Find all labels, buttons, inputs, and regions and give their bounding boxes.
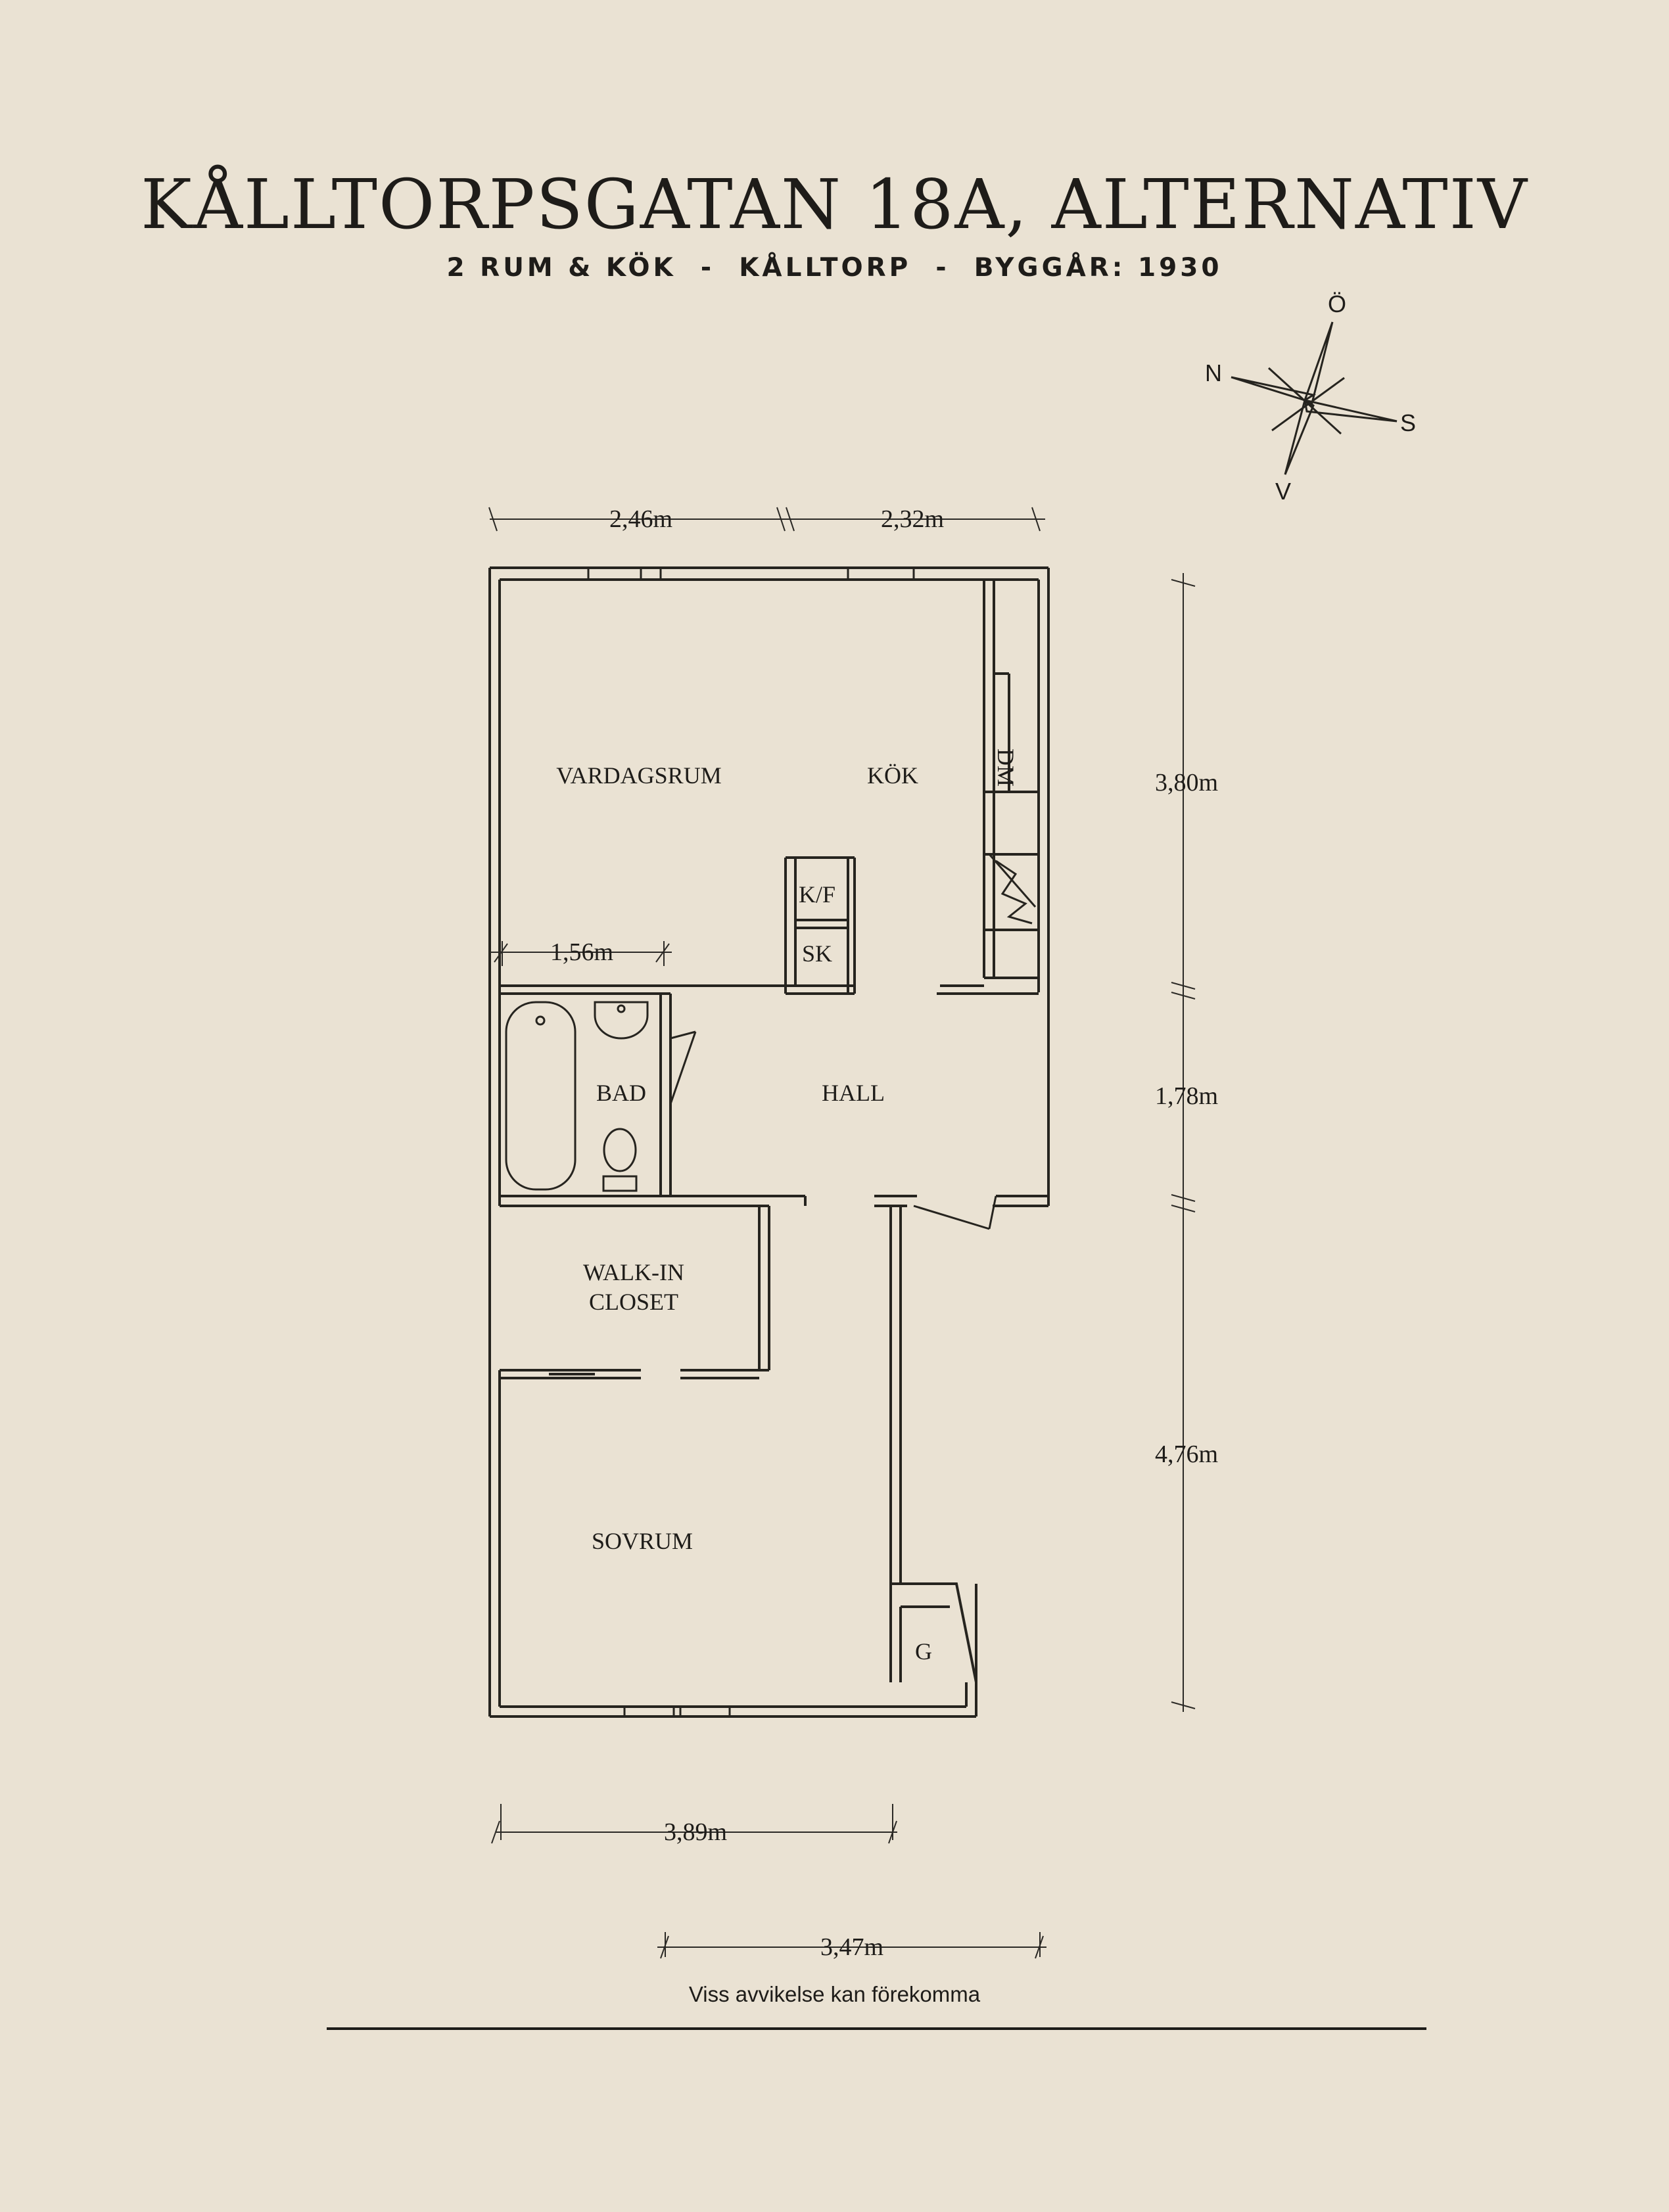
dimension-bath: 1,56m <box>490 938 672 966</box>
dimension-label-bath: 1,56m <box>550 938 613 966</box>
room-label-walkin: WALK-IN <box>583 1259 684 1285</box>
dimension-top: 2,46m 2,32m <box>488 505 1045 533</box>
dimension-label-top-right: 2,32m <box>881 505 944 533</box>
closet-label-g: G <box>915 1638 932 1665</box>
property-subtitle: 2 RUM & KÖK - KÅLLTORP - BYGGÅR: 1930 <box>446 253 1223 283</box>
compass-north-label: N <box>1205 359 1222 386</box>
dimension-label-top-left: 2,46m <box>609 505 672 533</box>
appliance-label-kf: K/F <box>799 881 835 908</box>
closet-label-sk: SK <box>802 940 832 967</box>
dimension-label-bottom-upper: 3,89m <box>664 1818 727 1846</box>
dimension-label-bottom-lower: 3,47m <box>820 1933 883 1961</box>
dimension-bottom: 3,89m 3,47m <box>491 1804 1046 1961</box>
appliance-label-dm: DM <box>993 749 1019 787</box>
room-label-kok: KÖK <box>867 762 918 789</box>
compass-west-label: V <box>1275 478 1291 505</box>
bathtub-icon <box>505 1001 576 1191</box>
toilet-icon <box>602 1128 638 1192</box>
room-label-closet: CLOSET <box>589 1289 678 1315</box>
page-title: KÅLLTORPSGATAN 18A, ALTERNATIV <box>141 164 1528 244</box>
compass-icon: Ö N S V <box>1205 290 1416 505</box>
outer-walls <box>488 566 1050 1718</box>
room-label-vardagsrum: VARDAGSRUM <box>556 762 721 789</box>
room-label-sovrum: SOVRUM <box>592 1528 693 1554</box>
disclaimer-text: Viss avvikelse kan förekomma <box>688 1982 981 2006</box>
compass-south-label: S <box>1400 409 1416 436</box>
inner-walls <box>498 856 1039 1379</box>
compass-east-label: Ö <box>1328 290 1346 317</box>
dimension-label-right-top: 3,80m <box>1155 769 1218 796</box>
dimension-label-right-bottom: 4,76m <box>1155 1440 1218 1468</box>
dimension-right: 3,80m 1,78m 4,76m <box>1155 573 1218 1712</box>
window-marks <box>587 568 915 1717</box>
room-label-bad: BAD <box>596 1080 646 1106</box>
sink-icon <box>594 1001 649 1040</box>
room-label-hall: HALL <box>822 1080 885 1106</box>
dimension-label-right-mid: 1,78m <box>1155 1082 1218 1110</box>
